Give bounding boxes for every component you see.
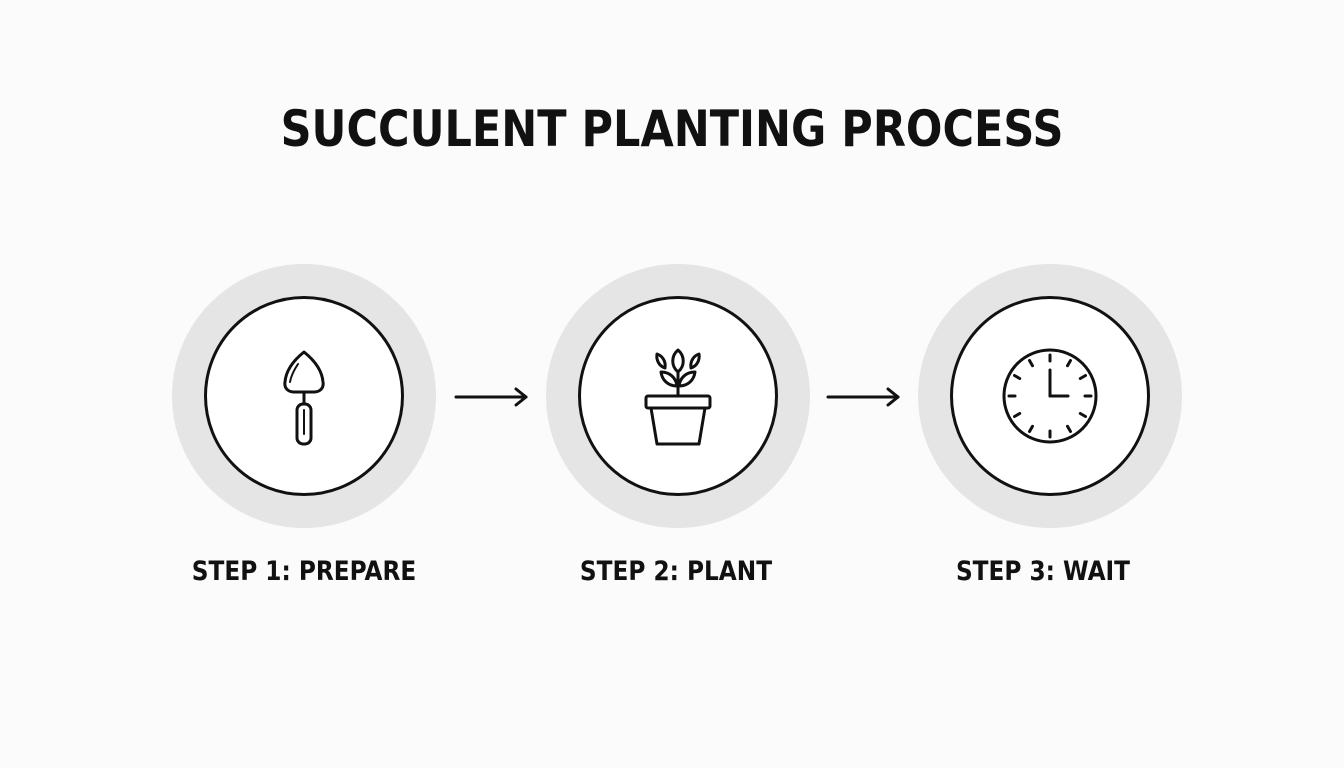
step-1-label: STEP 1: PREPARE (191, 556, 417, 587)
step-3 (918, 264, 1182, 528)
potted-plant-icon (628, 346, 728, 446)
clock-icon (1000, 346, 1100, 446)
arrow-1-to-2 (454, 384, 530, 410)
step-1 (172, 264, 436, 528)
trowel-icon (254, 346, 354, 446)
step-2-label: STEP 2: PLANT (579, 556, 773, 587)
diagram-title: SUCCULENT PLANTING PROCESS (280, 100, 1064, 158)
arrow-2-to-3 (826, 384, 902, 410)
step-2 (546, 264, 810, 528)
step-3-label: STEP 3: WAIT (955, 556, 1131, 587)
